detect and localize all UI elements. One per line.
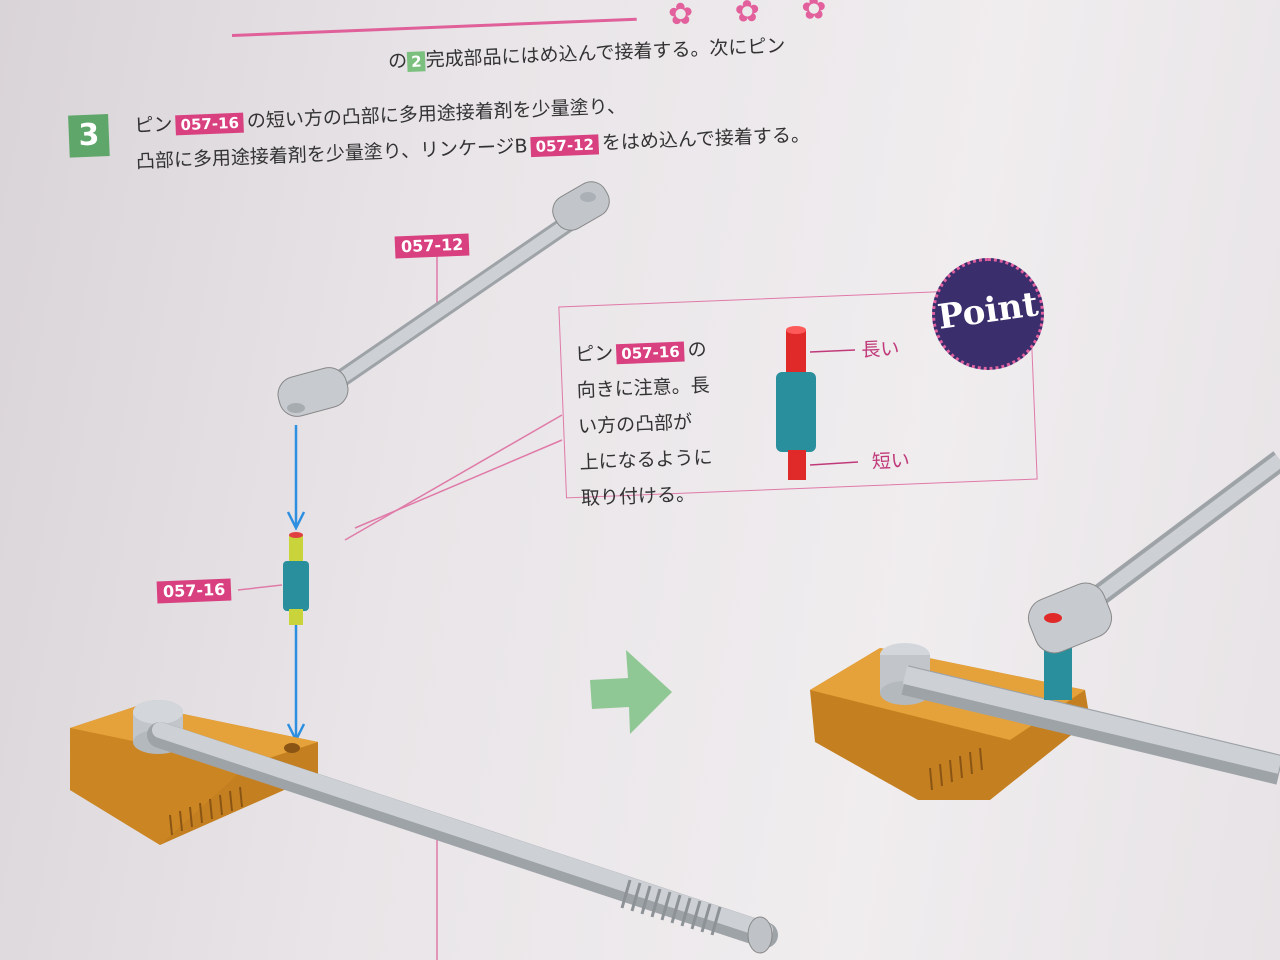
part-number-tag: 057-16 — [615, 341, 686, 365]
leader-line — [344, 414, 563, 541]
pin-part — [283, 532, 309, 625]
leader-line — [237, 584, 283, 591]
assembled-part-right — [810, 451, 1280, 800]
long-label: 長い — [860, 337, 900, 362]
part-label-linkage: 057-12 — [394, 233, 470, 259]
pin-orientation-diagram — [776, 326, 859, 480]
long-rod-left — [147, 722, 778, 954]
short-label: 短い — [871, 449, 911, 474]
linkage-b-part — [277, 181, 610, 417]
leader-line — [354, 439, 563, 529]
part-label-pin: 057-16 — [156, 578, 232, 604]
point-badge: Point — [932, 258, 1044, 370]
next-arrow-icon — [590, 650, 672, 734]
assembly-guide-arrows — [286, 425, 306, 743]
